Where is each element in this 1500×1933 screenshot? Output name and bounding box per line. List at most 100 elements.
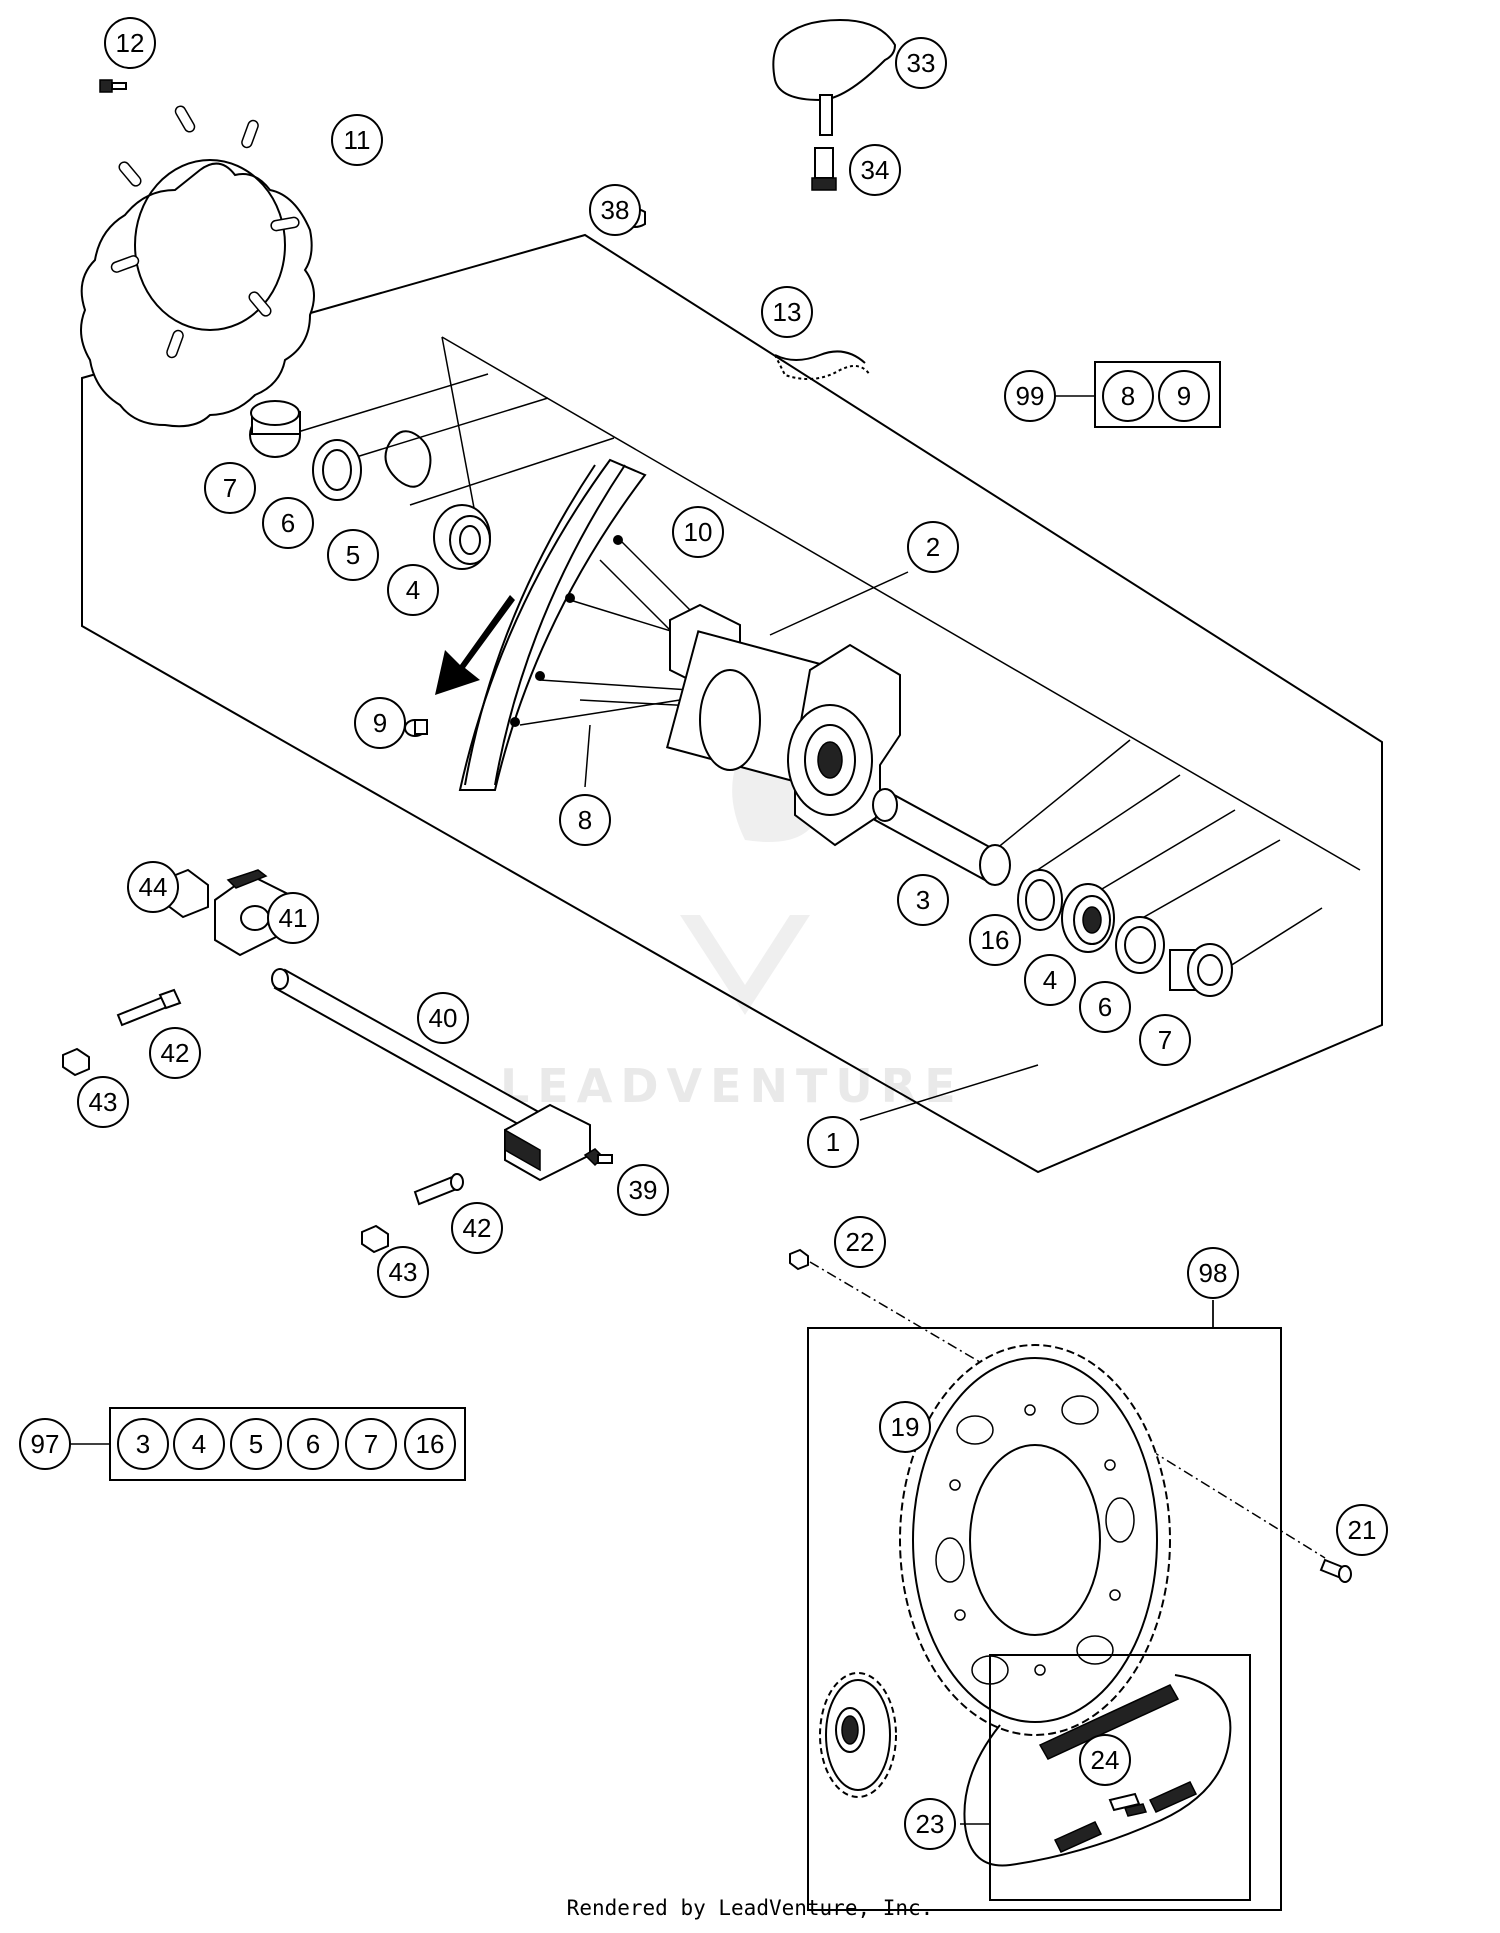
kit97-item-16[interactable]: 16 xyxy=(404,1418,456,1470)
rear-sprocket xyxy=(899,1344,1171,1736)
svg-text:7: 7 xyxy=(1158,1025,1172,1055)
callout-43a[interactable]: 43 xyxy=(77,1076,129,1128)
adjuster-bolt-upper xyxy=(116,988,182,1027)
spacer-long xyxy=(872,788,1011,886)
callout-7b[interactable]: 7 xyxy=(1139,1014,1191,1066)
callout-6b[interactable]: 6 xyxy=(1079,981,1131,1033)
kit97-item-7[interactable]: 7 xyxy=(345,1418,397,1470)
callout-40[interactable]: 40 xyxy=(417,992,469,1044)
callout-98[interactable]: 98 xyxy=(1187,1247,1239,1299)
brake-disc xyxy=(80,105,315,428)
callout-6a[interactable]: 6 xyxy=(262,497,314,549)
spacer-left xyxy=(249,400,301,458)
callout-42a[interactable]: 42 xyxy=(149,1027,201,1079)
callout-10[interactable]: 10 xyxy=(672,506,724,558)
svg-text:10: 10 xyxy=(684,517,713,547)
svg-text:1: 1 xyxy=(826,1127,840,1157)
callout-2[interactable]: 2 xyxy=(907,521,959,573)
kit97-item-3[interactable]: 3 xyxy=(117,1418,169,1470)
sprocket-nut xyxy=(789,1248,809,1271)
render-credit: Rendered by LeadVenture, Inc. xyxy=(566,1896,934,1920)
bearing-right xyxy=(1061,883,1115,953)
callout-34[interactable]: 34 xyxy=(849,144,901,196)
svg-text:19: 19 xyxy=(891,1412,920,1442)
kit99-item-8[interactable]: 8 xyxy=(1102,370,1154,422)
callout-21[interactable]: 21 xyxy=(1336,1504,1388,1556)
callout-13[interactable]: 13 xyxy=(761,286,813,338)
callout-8[interactable]: 8 xyxy=(559,794,611,846)
svg-text:97: 97 xyxy=(31,1429,60,1459)
svg-text:6: 6 xyxy=(306,1429,320,1459)
callout-24[interactable]: 24 xyxy=(1079,1734,1131,1786)
callouts: 12 11 33 34 38 13 99 7 6 5 4 10 2 9 8 3 … xyxy=(19,17,1388,1850)
kit99-item-9[interactable]: 9 xyxy=(1158,370,1210,422)
callout-43b[interactable]: 43 xyxy=(377,1246,429,1298)
svg-text:12: 12 xyxy=(116,28,145,58)
svg-text:21: 21 xyxy=(1348,1515,1377,1545)
callout-97[interactable]: 97 xyxy=(19,1418,71,1470)
seal-left xyxy=(312,439,362,501)
seal-right-inner xyxy=(1017,869,1063,931)
callout-4a[interactable]: 4 xyxy=(387,564,439,616)
svg-text:3: 3 xyxy=(916,885,930,915)
callout-12[interactable]: 12 xyxy=(104,17,156,69)
callout-38[interactable]: 38 xyxy=(589,184,641,236)
svg-text:16: 16 xyxy=(416,1429,445,1459)
svg-text:43: 43 xyxy=(89,1087,118,1117)
chain-master-link xyxy=(1108,1792,1148,1817)
callout-9[interactable]: 9 xyxy=(354,697,406,749)
svg-text:43: 43 xyxy=(389,1257,418,1287)
callout-5[interactable]: 5 xyxy=(327,529,379,581)
callout-leaders xyxy=(584,571,1214,1825)
callout-41[interactable]: 41 xyxy=(267,892,319,944)
kit97-item-5[interactable]: 5 xyxy=(230,1418,282,1470)
callout-22[interactable]: 22 xyxy=(834,1216,886,1268)
svg-text:3: 3 xyxy=(136,1429,150,1459)
valve-fitting xyxy=(811,147,837,191)
kit97-item-4[interactable]: 4 xyxy=(173,1418,225,1470)
callout-4b[interactable]: 4 xyxy=(1024,954,1076,1006)
watermark-text: LEADVENTURE xyxy=(500,1059,964,1113)
svg-text:40: 40 xyxy=(429,1003,458,1033)
svg-text:6: 6 xyxy=(281,508,295,538)
spoke-nipple xyxy=(404,719,428,737)
svg-text:8: 8 xyxy=(1121,381,1135,411)
callout-3[interactable]: 3 xyxy=(897,874,949,926)
svg-text:41: 41 xyxy=(279,903,308,933)
callout-99[interactable]: 99 xyxy=(1004,370,1056,422)
disc-bolt xyxy=(99,79,127,93)
callout-1[interactable]: 1 xyxy=(807,1116,859,1168)
drive-chain xyxy=(963,1674,1232,1867)
callout-42b[interactable]: 42 xyxy=(451,1202,503,1254)
svg-text:22: 22 xyxy=(846,1227,875,1257)
callout-23[interactable]: 23 xyxy=(904,1798,956,1850)
seal-right xyxy=(1115,916,1165,974)
svg-text:11: 11 xyxy=(344,125,371,155)
svg-text:42: 42 xyxy=(463,1213,492,1243)
chain-kit-box xyxy=(989,1654,1251,1901)
svg-text:39: 39 xyxy=(629,1175,658,1205)
svg-text:99: 99 xyxy=(1016,381,1045,411)
kit97-item-6[interactable]: 6 xyxy=(287,1418,339,1470)
sprocket-bolt xyxy=(1319,1558,1352,1583)
callout-7a[interactable]: 7 xyxy=(204,462,256,514)
svg-text:42: 42 xyxy=(161,1038,190,1068)
callout-11[interactable]: 11 xyxy=(331,114,383,166)
svg-text:24: 24 xyxy=(1091,1745,1120,1775)
svg-text:2: 2 xyxy=(926,532,940,562)
callout-33[interactable]: 33 xyxy=(895,37,947,89)
bearing-left xyxy=(433,504,491,570)
svg-text:9: 9 xyxy=(373,708,387,738)
callout-16[interactable]: 16 xyxy=(969,914,1021,966)
callout-39[interactable]: 39 xyxy=(617,1164,669,1216)
svg-text:8: 8 xyxy=(578,805,592,835)
hub xyxy=(665,603,901,847)
callout-19[interactable]: 19 xyxy=(879,1401,931,1453)
svg-text:13: 13 xyxy=(773,297,802,327)
callout-44[interactable]: 44 xyxy=(127,861,179,913)
svg-text:38: 38 xyxy=(601,195,630,225)
svg-text:33: 33 xyxy=(907,48,936,78)
front-sprocket xyxy=(819,1672,897,1798)
